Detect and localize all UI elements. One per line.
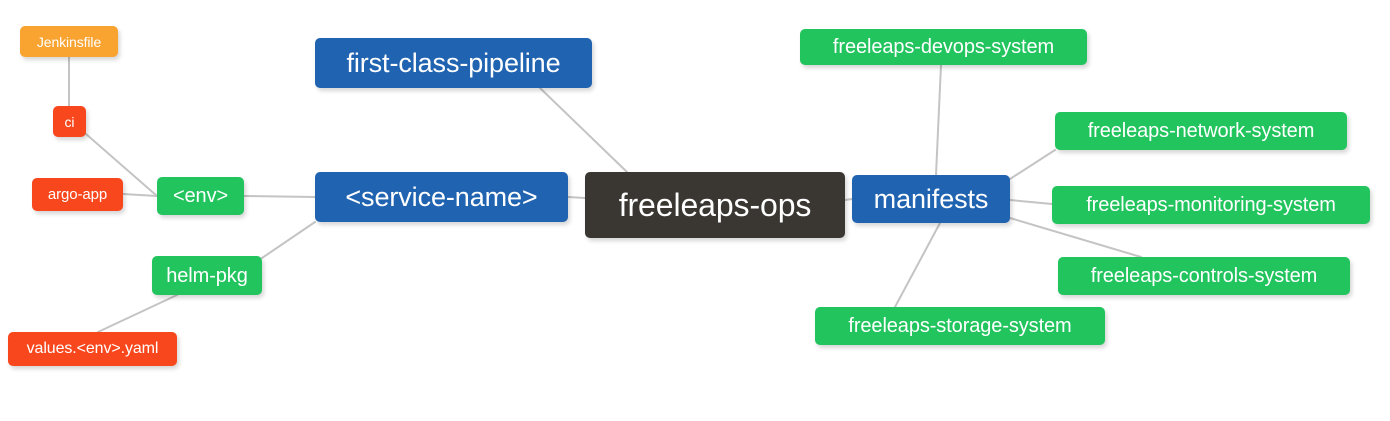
mindmap-node-freeleaps-ops[interactable]: freeleaps-ops (585, 172, 845, 238)
mindmap-node-monitoring-system[interactable]: freeleaps-monitoring-system (1052, 186, 1370, 224)
mindmap-node-manifests[interactable]: manifests (852, 175, 1010, 223)
mindmap-node-jenkinsfile[interactable]: Jenkinsfile (20, 26, 118, 57)
edge-manifests-to-storage-system (894, 222, 941, 308)
mindmap-node-helm-pkg[interactable]: helm-pkg (152, 256, 262, 295)
mindmap-node-controls-system[interactable]: freeleaps-controls-system (1058, 257, 1350, 295)
edge-service-name-to-freeleaps-ops (567, 196, 586, 199)
edge-manifests-to-network-system (1009, 149, 1056, 180)
edge-first-class-pipeline-to-freeleaps-ops (539, 87, 628, 173)
edge-freeleaps-ops-to-manifests (844, 198, 853, 201)
mindmap-node-first-class-pipeline[interactable]: first-class-pipeline (315, 38, 592, 88)
mindmap-node-values-yaml[interactable]: values.<env>.yaml (8, 332, 177, 366)
edge-argo-app-to-env (122, 193, 158, 197)
mindmap-node-devops-system[interactable]: freeleaps-devops-system (800, 29, 1087, 65)
edge-env-to-service-name (243, 195, 316, 198)
edge-service-name-to-helm-pkg (261, 221, 316, 259)
edge-manifests-to-devops-system (935, 64, 942, 176)
mindmap-node-service-name[interactable]: <service-name> (315, 172, 568, 222)
mindmap-node-env[interactable]: <env> (157, 177, 244, 215)
mindmap-node-storage-system[interactable]: freeleaps-storage-system (815, 307, 1105, 345)
mindmap-node-network-system[interactable]: freeleaps-network-system (1055, 112, 1347, 150)
edge-manifests-to-monitoring-system (1009, 199, 1053, 205)
edge-helm-pkg-to-values-yaml (97, 294, 178, 333)
mindmap-node-ci[interactable]: ci (53, 106, 86, 137)
mindmap-node-argo-app[interactable]: argo-app (32, 178, 123, 211)
